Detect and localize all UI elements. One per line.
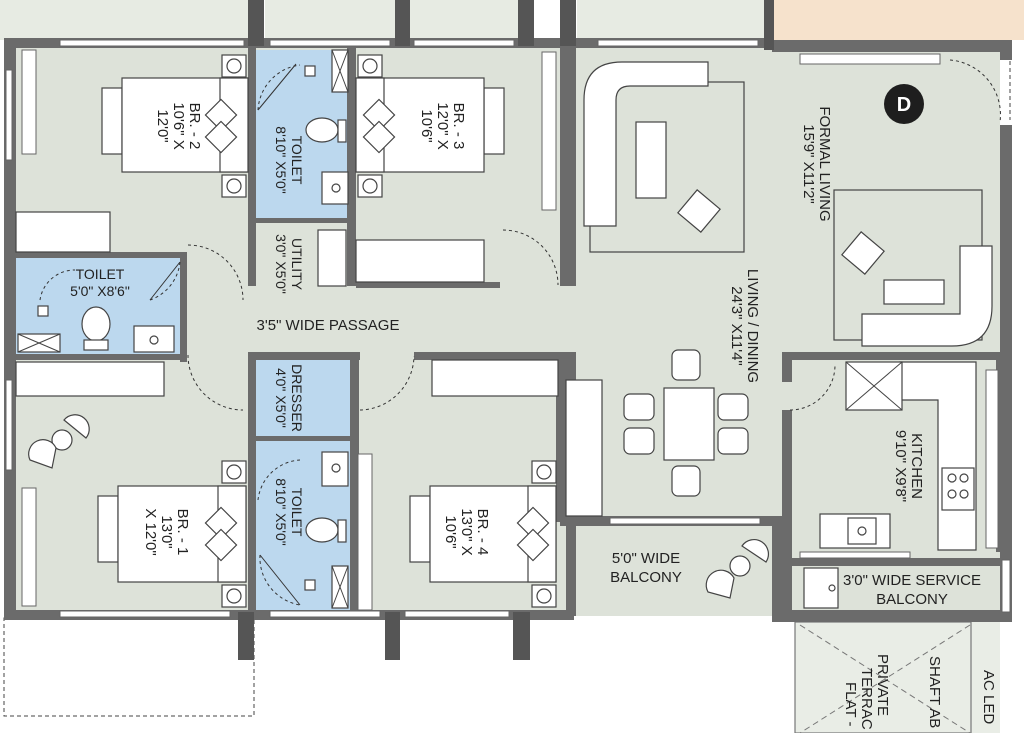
br4-size-line2: 10'6"	[442, 515, 459, 548]
formal-living-name: FORMAL LIVING	[816, 106, 833, 221]
private-terrace-line3: FLAT -	[842, 682, 859, 726]
br4-bed	[409, 460, 557, 608]
ac-ledge-label: AC LED	[980, 670, 997, 724]
br1-name: BR. - 1	[174, 509, 191, 556]
toilet-top-size: 8'10" X5'0"	[273, 126, 289, 193]
ac-ledge-area	[972, 622, 1000, 733]
br3-size-line2: 10'6"	[418, 109, 435, 142]
br1-size-line1: 13'0"	[158, 515, 175, 548]
toilet-top-name: TOILET	[289, 136, 305, 185]
neighbour-area-top-right	[772, 0, 1024, 40]
dresser-name: DRESSER	[289, 364, 305, 432]
wardrobe-left-lower	[15, 361, 165, 397]
formal-living-size: 15'9" X11'2"	[800, 124, 817, 204]
living-dining-name: LIVING / DINING	[744, 269, 761, 383]
living-sofa-set	[583, 61, 745, 253]
kitchen-size: 9'10" X9'8"	[892, 430, 909, 502]
private-terrace-line2: TERRAC	[858, 668, 875, 730]
br1-bed	[97, 460, 247, 608]
br3-size-line1: 12'0" X	[434, 102, 451, 149]
wardrobe-left-upper	[15, 211, 111, 253]
private-terrace-line1: PRIVATE	[874, 654, 891, 716]
br2-name: BR. - 2	[186, 103, 203, 150]
toilet-bottom-size: 8'10" X5'0"	[273, 478, 289, 545]
br2-bed	[101, 54, 249, 198]
br2-size-line2: 12'0"	[154, 109, 171, 142]
toilet-bottom-name: TOILET	[289, 488, 305, 537]
service-balcony-line2: BALCONY	[876, 591, 948, 608]
br3-name: BR. - 3	[450, 103, 467, 150]
shaft-area	[920, 622, 972, 733]
br1-size-line2: X 12'0"	[142, 508, 159, 555]
room-labels: BR. - 2 10'6" X 12'0" BR. - 3 12'0" X 10…	[70, 102, 997, 730]
br2-size-line1: 10'6" X	[170, 102, 187, 149]
dresser-size: 4'0" X5'0"	[273, 368, 289, 428]
br1-chairs	[28, 414, 90, 469]
service-balcony-line1: 3'0" WIDE SERVICE	[843, 572, 981, 589]
kitchen-counter	[803, 361, 977, 609]
utility-counter	[317, 229, 347, 287]
toilet-top-fixtures	[304, 65, 349, 205]
windows	[5, 39, 1011, 618]
toilet-left-name: TOILET	[76, 266, 125, 282]
toilet-left-size: 5'0" X8'6"	[70, 283, 130, 299]
toilet-bottom-fixtures	[304, 451, 349, 609]
balcony-chairs	[705, 539, 770, 599]
shaft-label: SHAFT AB	[926, 656, 943, 728]
br4-size-line1: 13'0" X	[458, 508, 475, 555]
passage-label: 3'5" WIDE PASSAGE	[257, 317, 400, 334]
unit-marker-label: D	[897, 94, 911, 116]
living-cabinet	[565, 379, 603, 517]
utility-name: UTILITY	[289, 238, 305, 291]
living-dining-size: 24'3" X11'4"	[728, 286, 745, 366]
kitchen-name: KITCHEN	[908, 433, 925, 499]
toilet-left-fixtures	[17, 305, 175, 353]
br4-wardrobe	[431, 359, 559, 397]
br3-wardrobe	[355, 239, 485, 283]
balcony-line1: 5'0" WIDE	[612, 550, 680, 567]
br4-name: BR. - 4	[474, 509, 491, 556]
door-swings	[39, 59, 1001, 606]
br3-bed	[331, 49, 505, 198]
unit-marker-badge	[884, 84, 924, 124]
formal-living-sofa-set	[833, 189, 993, 347]
utility-size: 3'0" X5'0"	[273, 234, 289, 294]
balcony-line2: BALCONY	[610, 569, 682, 586]
dining-set	[623, 349, 749, 497]
